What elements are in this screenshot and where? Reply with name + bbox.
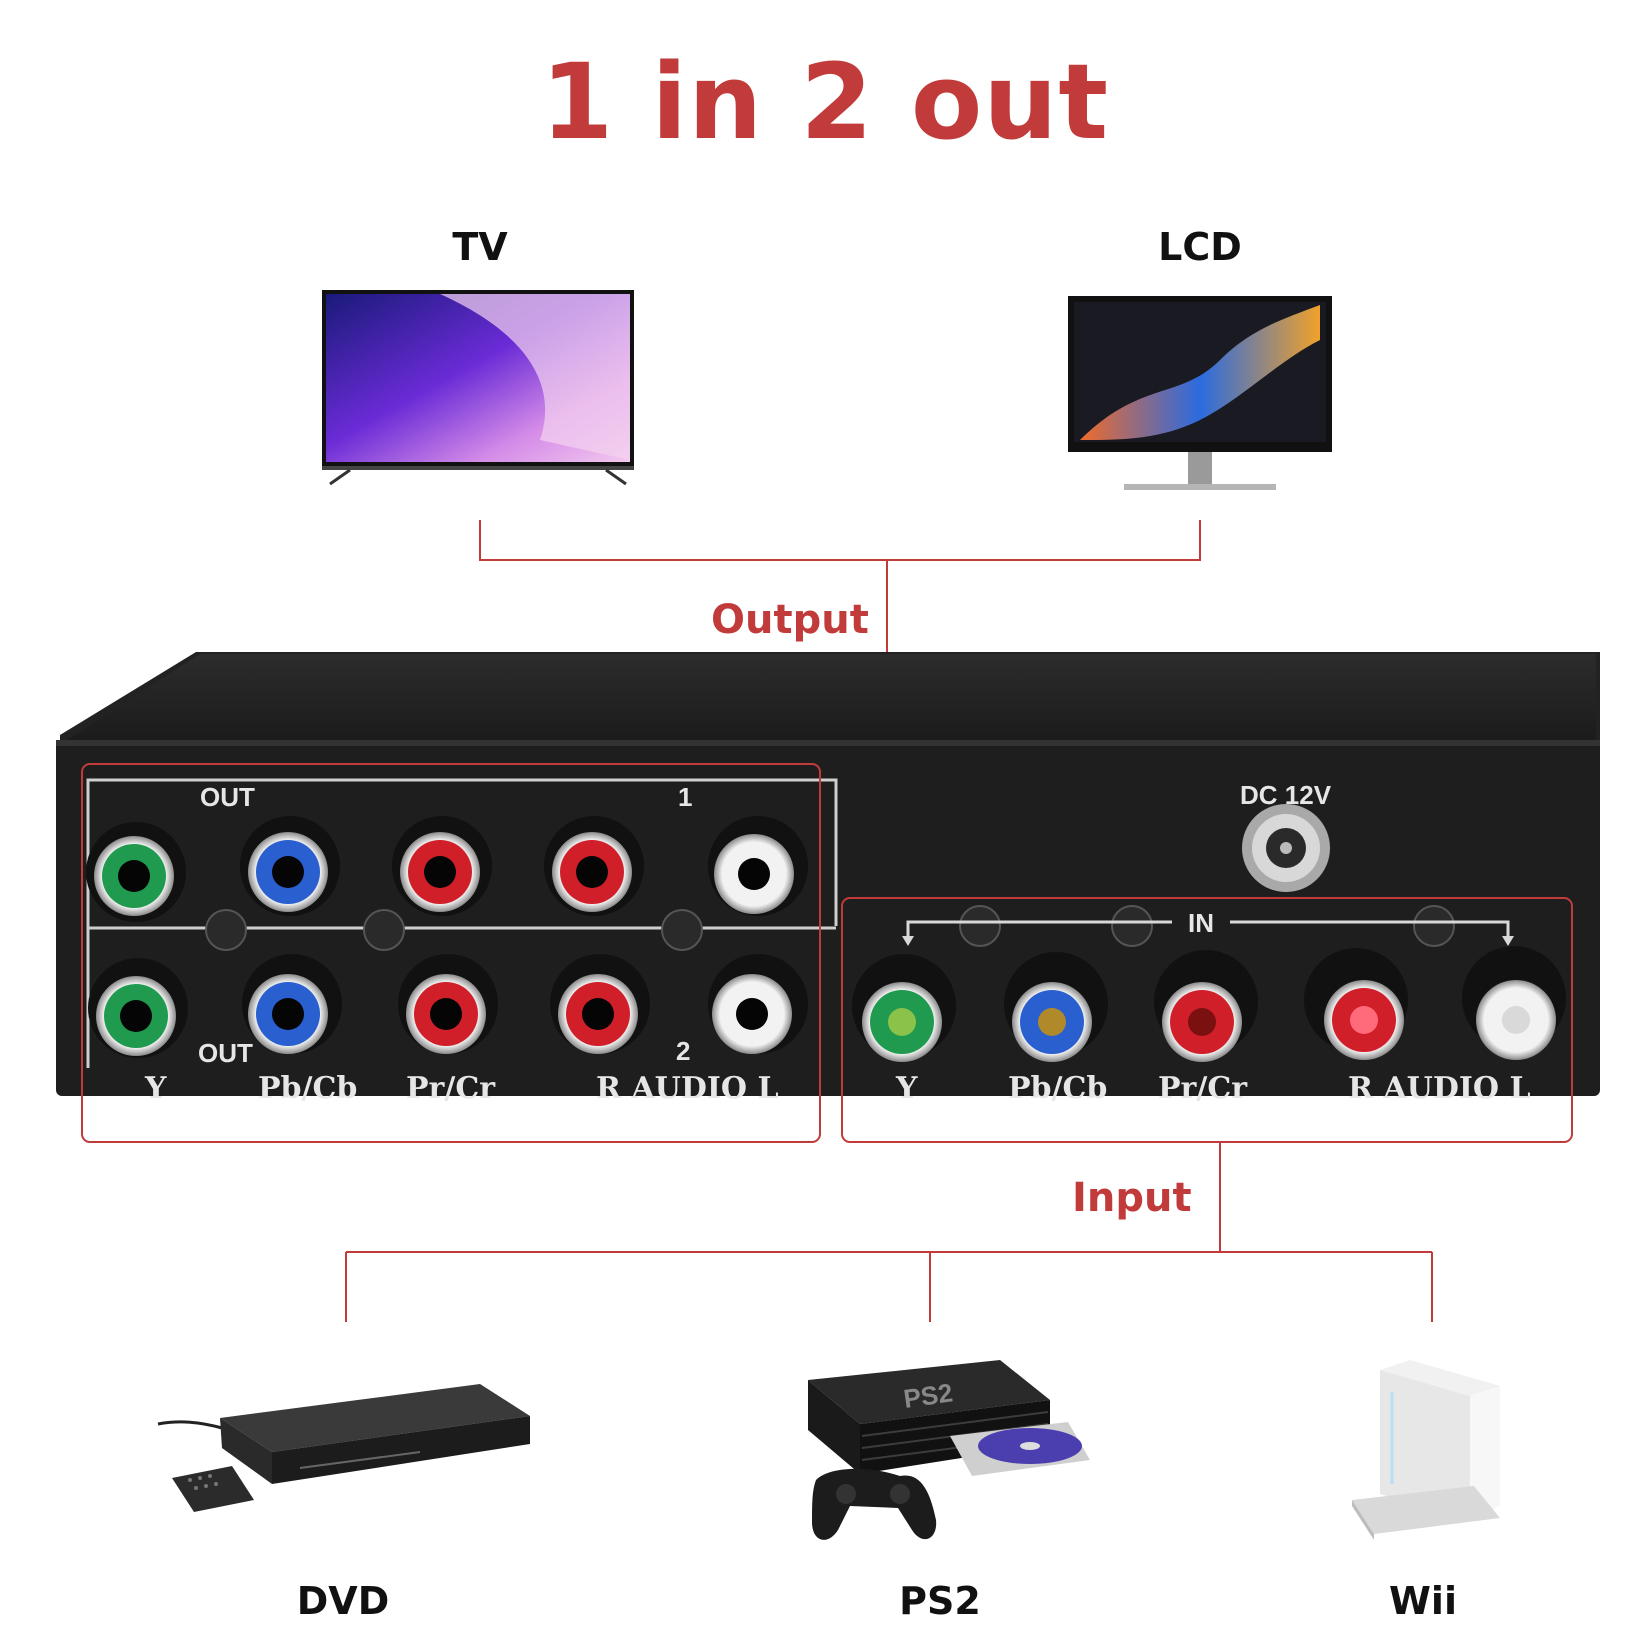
ps2-label: PS2 xyxy=(899,1579,981,1623)
jack-in-y xyxy=(852,954,956,1062)
in-y-label: Y xyxy=(895,1071,918,1106)
out2-label: OUT xyxy=(198,1038,253,1068)
wii-label: Wii xyxy=(1389,1579,1457,1623)
out1-label: OUT xyxy=(200,782,255,812)
dvd-label: DVD xyxy=(296,1579,390,1623)
tv-icon xyxy=(322,290,634,486)
wii-console-icon xyxy=(1352,1360,1500,1540)
dc-power-jack xyxy=(1242,804,1330,892)
monitor-icon xyxy=(1068,296,1332,490)
jack-in-audio-r xyxy=(1304,948,1408,1060)
panel-screws xyxy=(205,905,1455,951)
dc-label: DC 12V xyxy=(1240,780,1332,810)
jack-out1-pb xyxy=(240,816,340,916)
output-highlight-box xyxy=(81,763,821,1143)
jack-out2-pr xyxy=(398,954,498,1054)
out-pr-label: Pr/Cr xyxy=(406,1071,496,1106)
in-pr-label: Pr/Cr xyxy=(1158,1071,1248,1106)
jack-in-audio-l xyxy=(1462,946,1566,1060)
out-y-label: Y xyxy=(144,1071,167,1106)
in-audio-label: R AUDIO L xyxy=(1348,1071,1531,1106)
dvd-player-icon xyxy=(157,1384,530,1512)
input-connector-lines xyxy=(345,1142,1433,1322)
jack-out1-pr xyxy=(392,816,492,916)
jack-out2-pb xyxy=(242,954,342,1054)
input-highlight-box xyxy=(841,897,1573,1143)
out-audio-label: R AUDIO L xyxy=(596,1071,779,1106)
game-console-icon: PS2 xyxy=(808,1360,1090,1540)
highlight-boxes xyxy=(81,763,1573,1143)
lcd-label: LCD xyxy=(1158,225,1242,269)
in-label: IN xyxy=(1188,908,1214,938)
out2-number: 2 xyxy=(676,1036,690,1066)
jack-out2-audio-r xyxy=(550,954,650,1054)
output-label: Output xyxy=(711,597,869,643)
jack-out1-audio-l xyxy=(708,816,808,916)
svg-text:PS2: PS2 xyxy=(902,1377,955,1414)
out2-jacks xyxy=(88,954,808,1058)
jack-in-pb xyxy=(1004,952,1108,1062)
out-pb-label: Pb/Cb xyxy=(258,1071,357,1106)
input-panel-bracket xyxy=(902,920,1514,946)
page-title: 1 in 2 out xyxy=(540,41,1110,163)
jack-out1-y xyxy=(86,822,186,922)
jack-in-pr xyxy=(1154,950,1258,1062)
in-jacks xyxy=(852,946,1566,1062)
out1-jacks xyxy=(86,816,808,922)
out1-number: 1 xyxy=(678,782,692,812)
input-label: Input xyxy=(1072,1175,1192,1221)
jack-out1-audio-r xyxy=(544,816,644,916)
tv-label: TV xyxy=(452,225,508,269)
jack-out2-audio-l xyxy=(708,954,808,1054)
jack-out2-y xyxy=(88,958,188,1058)
in-pb-label: Pb/Cb xyxy=(1008,1071,1107,1106)
